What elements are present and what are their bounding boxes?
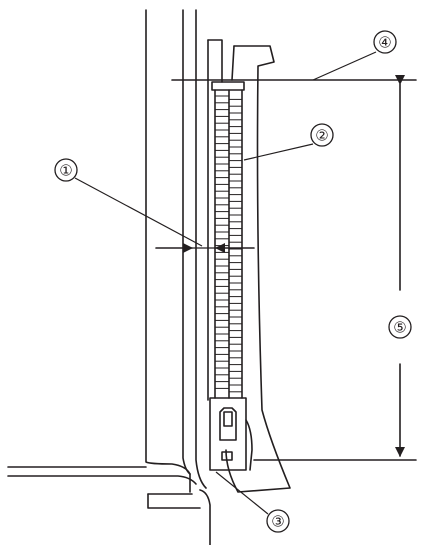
callout-5-label: ⑤ bbox=[393, 319, 406, 337]
callout-3: ③ bbox=[266, 509, 290, 533]
callout-4: ④ bbox=[373, 30, 397, 54]
callout-5: ⑤ bbox=[388, 315, 412, 339]
reference-lines bbox=[171, 79, 417, 461]
left-garment-panel bbox=[145, 9, 191, 493]
callout-4-label: ④ bbox=[378, 34, 391, 52]
facing-edge bbox=[195, 9, 207, 489]
zipper-tape-right bbox=[225, 45, 291, 493]
callout-2-label: ② bbox=[315, 127, 328, 145]
callout-1-label: ① bbox=[59, 162, 72, 180]
zipper-tape-left bbox=[207, 39, 223, 401]
callout-2: ② bbox=[310, 123, 334, 147]
callout-3-label: ③ bbox=[271, 513, 284, 531]
callout-1: ① bbox=[54, 158, 78, 182]
leader-lines bbox=[74, 51, 377, 515]
zipper-top-stop bbox=[211, 81, 245, 91]
zipper-teeth bbox=[214, 89, 243, 399]
bottom-fabric-layers bbox=[7, 466, 211, 545]
zipper-slider bbox=[209, 397, 253, 471]
